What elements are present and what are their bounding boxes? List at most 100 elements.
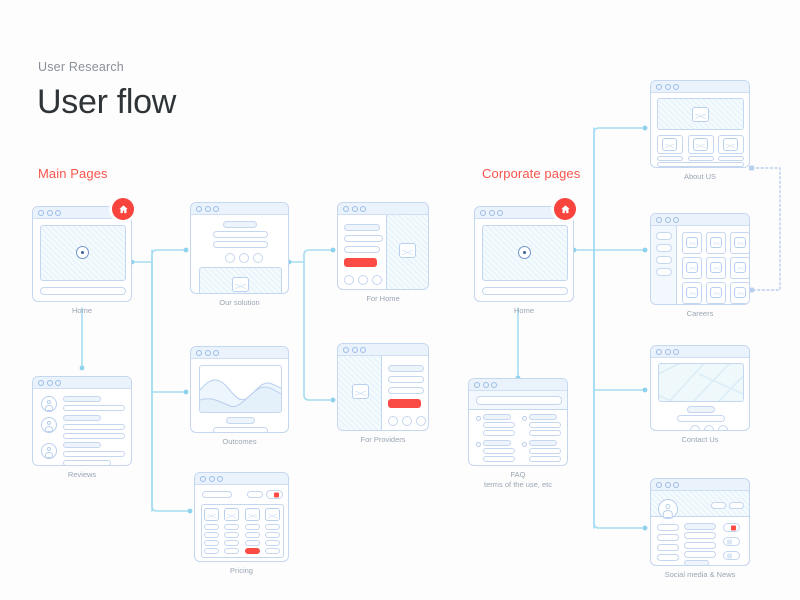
- header-action[interactable]: [729, 502, 744, 509]
- dot-icon: [491, 381, 497, 388]
- cta-button-primary[interactable]: [344, 258, 377, 267]
- bullet-icon: [522, 416, 527, 421]
- faq-line: [483, 430, 515, 436]
- image-icon: [686, 287, 698, 298]
- dot-icon: [704, 425, 714, 430]
- node-home-corporate[interactable]: Home: [474, 198, 576, 315]
- plan-line: [245, 532, 260, 538]
- window-titlebar: [338, 344, 428, 356]
- image-icon: [734, 262, 746, 273]
- content-line: [344, 235, 383, 242]
- node-caption: Outcomes: [222, 437, 257, 446]
- review-line: [63, 460, 111, 465]
- node-our-solution[interactable]: Our solution: [190, 202, 289, 307]
- window-titlebar: [191, 347, 288, 359]
- window-titlebar: [338, 203, 428, 215]
- image-icon: [710, 262, 722, 273]
- content-line: [344, 246, 380, 253]
- plan-line: [265, 532, 280, 538]
- node-outcomes[interactable]: Outcomes: [190, 346, 289, 446]
- plan-cta-highlighted[interactable]: [245, 548, 260, 554]
- map-panel: [658, 363, 744, 402]
- billing-toggle[interactable]: [266, 490, 283, 499]
- play-icon[interactable]: [76, 246, 89, 259]
- plan-line: [204, 532, 219, 538]
- plan-cta[interactable]: [224, 548, 239, 554]
- content-line: [388, 376, 424, 383]
- plan-line: [224, 532, 239, 538]
- image-icon: [734, 237, 746, 248]
- node-social-media-news[interactable]: Social media & News: [650, 478, 750, 579]
- dot-icon: [253, 253, 263, 263]
- faq-line: [483, 456, 515, 462]
- node-contact-us[interactable]: Contact Us: [650, 345, 750, 444]
- plan-cta[interactable]: [265, 548, 280, 554]
- faq-title: [483, 414, 511, 420]
- faq-line: [529, 430, 561, 436]
- footer-bar: [40, 287, 126, 295]
- dot-icon: [213, 349, 219, 356]
- header-action[interactable]: [711, 502, 726, 509]
- nav-item[interactable]: [657, 544, 679, 551]
- sidebar-item[interactable]: [656, 244, 672, 252]
- nav-item[interactable]: [657, 554, 679, 561]
- dot-icon: [482, 381, 489, 388]
- dot-icon: [204, 205, 211, 212]
- node-caption: Careers: [686, 309, 714, 318]
- feed-toggle[interactable]: [723, 537, 740, 546]
- node-caption: For Home: [366, 294, 400, 303]
- node-caption: Pricing: [230, 566, 253, 575]
- node-for-home[interactable]: For Home: [337, 202, 429, 303]
- sidebar-item[interactable]: [656, 256, 672, 264]
- faq-title: [529, 414, 557, 420]
- review-line: [63, 433, 125, 439]
- play-icon[interactable]: [518, 246, 531, 259]
- avatar: [41, 417, 57, 433]
- search-input[interactable]: [476, 396, 562, 405]
- dot-icon: [46, 379, 53, 386]
- dot-icon: [664, 481, 671, 488]
- dot-icon: [38, 379, 44, 386]
- plan-cta[interactable]: [204, 548, 219, 554]
- node-careers[interactable]: Careers: [650, 213, 750, 318]
- plan-line: [204, 524, 219, 530]
- cta-button-primary[interactable]: [388, 399, 421, 408]
- dot-icon: [388, 416, 398, 426]
- sidebar-item[interactable]: [656, 232, 672, 240]
- contact-field[interactable]: [687, 406, 715, 413]
- plan-line: [204, 540, 219, 546]
- image-icon: [686, 262, 698, 273]
- image-icon: [710, 287, 722, 298]
- image-icon: [662, 138, 677, 151]
- feed-toggle[interactable]: [723, 551, 740, 560]
- dot-icon: [480, 209, 486, 216]
- contact-field[interactable]: [677, 415, 725, 422]
- dot-icon: [55, 209, 61, 216]
- image-icon: [204, 508, 219, 521]
- sidebar-item[interactable]: [656, 268, 672, 276]
- dot-icon: [718, 425, 728, 430]
- step-dots: [344, 275, 382, 285]
- pricing-option[interactable]: [247, 491, 263, 498]
- feed-line: [684, 560, 709, 565]
- window-titlebar: [33, 207, 131, 219]
- node-about-us[interactable]: About US: [650, 80, 750, 181]
- node-faq[interactable]: FAQ terms of the use, etc: [468, 378, 568, 489]
- node-home-main[interactable]: Home: [32, 198, 134, 315]
- cta-bar[interactable]: [226, 417, 255, 424]
- dot-icon: [343, 346, 349, 353]
- dot-icon: [656, 83, 662, 90]
- nav-item[interactable]: [657, 524, 679, 531]
- avatar: [41, 396, 57, 412]
- plan-line: [224, 540, 239, 546]
- node-pricing[interactable]: Pricing: [194, 472, 289, 575]
- image-icon: [692, 107, 709, 122]
- feed-toggle[interactable]: [723, 523, 740, 532]
- node-caption: Our solution: [219, 298, 260, 307]
- dot-icon: [673, 481, 679, 488]
- node-reviews[interactable]: Reviews: [32, 376, 132, 479]
- node-for-providers[interactable]: For Providers: [337, 343, 429, 444]
- review-title: [63, 396, 101, 402]
- nav-item[interactable]: [657, 534, 679, 541]
